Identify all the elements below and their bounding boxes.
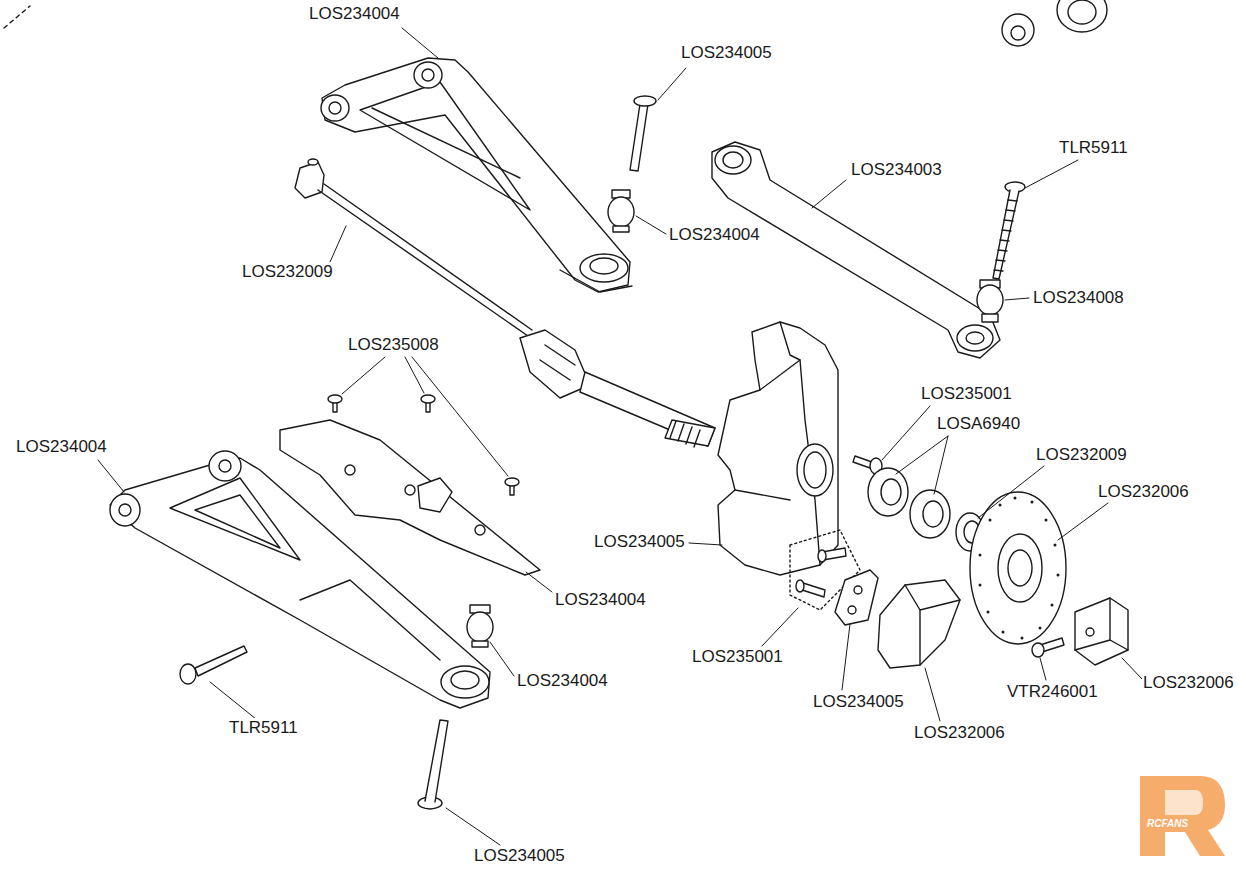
part-number: LOS234004	[668, 225, 761, 245]
part-number: LOS232006	[913, 723, 1006, 743]
part-number: LOS234004	[516, 671, 609, 691]
part-number: LOS235001	[691, 647, 784, 667]
part-number: LOS234005	[812, 692, 905, 712]
part-number: LOS235001	[920, 384, 1013, 404]
part-number: LOS232009	[241, 262, 334, 282]
part-number: LOS234005	[473, 846, 566, 866]
part-number: LOS234005	[593, 532, 686, 552]
part-number: LOS234005	[680, 43, 773, 63]
part-number: VTR246001	[1006, 682, 1099, 702]
part-number: LOS235008	[347, 335, 440, 355]
part-number: LOS234004	[554, 590, 647, 610]
part-number: LOSA6940	[936, 414, 1021, 434]
part-number: TLR5911	[1058, 138, 1129, 158]
part-number: LOS234003	[850, 160, 943, 180]
part-number: TLR5911	[228, 718, 299, 738]
part-number: LOS234008	[1032, 288, 1125, 308]
part-number: LOS234004	[308, 4, 401, 24]
part-number: LOS232009	[1035, 445, 1128, 465]
watermark: RCFANS	[1146, 818, 1189, 830]
part-number: LOS232006	[1142, 673, 1235, 693]
part-number: LOS234004	[15, 437, 108, 457]
part-number: LOS232006	[1097, 482, 1190, 502]
